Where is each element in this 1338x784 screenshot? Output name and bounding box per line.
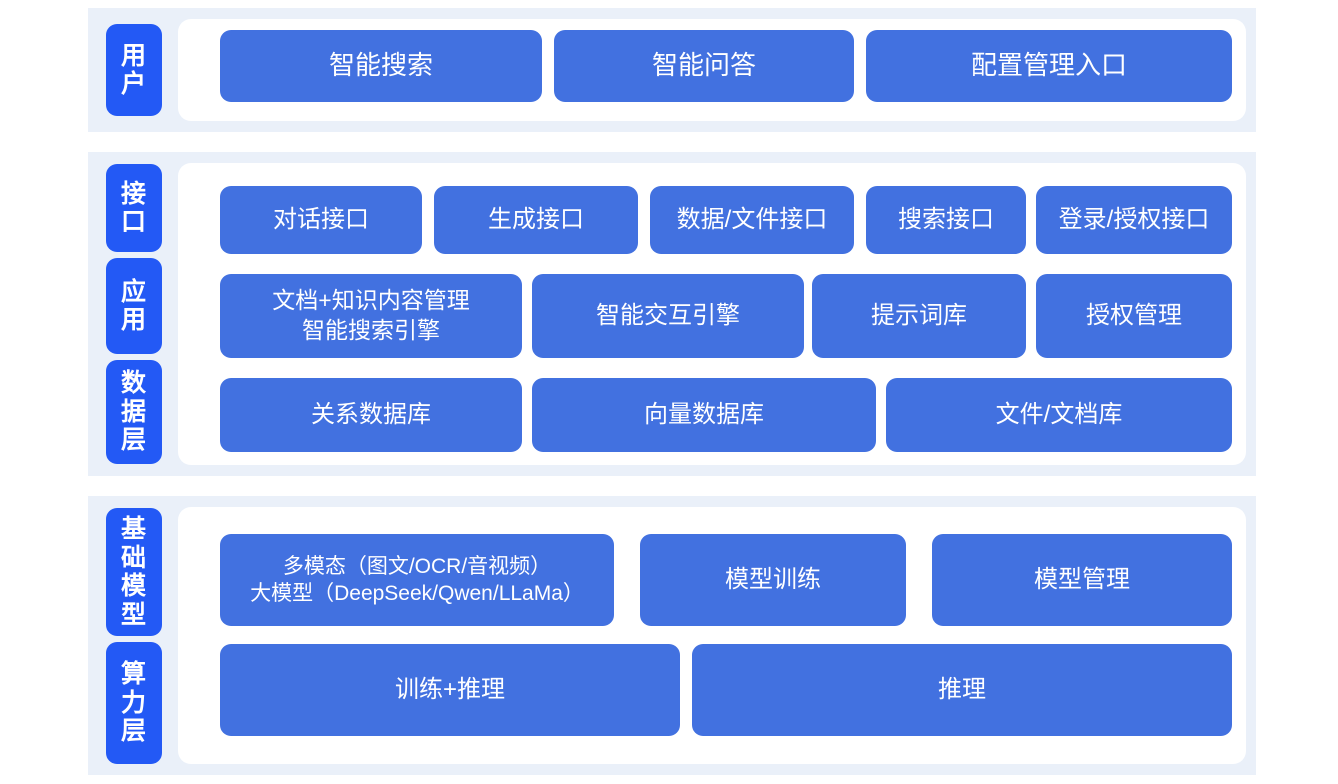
box-vector-database[interactable]: 向量数据库 <box>532 378 876 452</box>
layer-tab-user[interactable]: 用 户 <box>106 24 162 116</box>
box-model-training[interactable]: 模型训练 <box>640 534 906 626</box>
box-multimodal-large-model[interactable]: 多模态（图文/OCR/音视频） 大模型（DeepSeek/Qwen/LLaMa） <box>220 534 614 626</box>
box-relational-database-label: 关系数据库 <box>311 401 431 429</box>
layer-tab-base-model-char-1: 础 <box>120 543 147 572</box>
box-training-inference-label: 训练+推理 <box>394 676 505 704</box>
box-inference-label: 推理 <box>938 676 986 704</box>
layer-tab-application[interactable]: 应 用 <box>106 258 162 354</box>
layer-tab-data-char-1: 据 <box>120 397 147 426</box>
box-search-api-label: 搜索接口 <box>898 206 994 234</box>
box-prompt-library-label: 提示词库 <box>871 302 967 330</box>
layer-tab-data[interactable]: 数 据 层 <box>106 360 162 464</box>
box-smart-search-label: 智能搜索 <box>328 50 433 81</box>
box-search-api[interactable]: 搜索接口 <box>866 186 1026 254</box>
box-data-file-api-label: 数据/文件接口 <box>676 206 828 234</box>
layer-tab-compute-char-2: 层 <box>120 717 147 746</box>
box-smart-qa-label: 智能问答 <box>651 50 756 81</box>
layer-tab-compute[interactable]: 算 力 层 <box>106 642 162 764</box>
box-generation-api[interactable]: 生成接口 <box>434 186 638 254</box>
layer-tab-base-model-char-3: 型 <box>120 600 147 629</box>
box-authorization-management[interactable]: 授权管理 <box>1036 274 1232 358</box>
layer-tab-base-model[interactable]: 基 础 模 型 <box>106 508 162 636</box>
box-doc-knowledge-management-label-line1: 文档+知识内容管理 <box>272 287 470 314</box>
box-multimodal-large-model-label-line1: 多模态（图文/OCR/音视频） <box>282 554 552 578</box>
layer-tab-base-model-char-2: 模 <box>120 572 147 600</box>
layer-tab-user-char-0: 用 <box>120 41 147 70</box>
box-smart-search[interactable]: 智能搜索 <box>220 30 542 102</box>
layer-tab-api-char-0: 接 <box>120 179 147 208</box>
box-login-auth-api[interactable]: 登录/授权接口 <box>1036 186 1232 254</box>
box-smart-qa[interactable]: 智能问答 <box>554 30 854 102</box>
box-prompt-library[interactable]: 提示词库 <box>812 274 1026 358</box>
layer-tab-api-char-1: 口 <box>120 208 147 236</box>
box-authorization-management-label: 授权管理 <box>1086 302 1182 330</box>
box-file-document-store-label: 文件/文档库 <box>995 401 1123 429</box>
layer-tab-api[interactable]: 接 口 <box>106 164 162 252</box>
box-training-inference[interactable]: 训练+推理 <box>220 644 680 736</box>
layer-tab-user-char-1: 户 <box>120 70 147 98</box>
box-smart-interaction-engine[interactable]: 智能交互引擎 <box>532 274 804 358</box>
box-inference[interactable]: 推理 <box>692 644 1232 736</box>
box-config-management-entry-label: 配置管理入口 <box>970 50 1127 81</box>
layer-tab-data-char-2: 层 <box>120 426 147 455</box>
box-model-training-label: 模型训练 <box>725 566 821 594</box>
layer-tab-application-char-1: 用 <box>120 306 147 334</box>
box-model-management-label: 模型管理 <box>1034 566 1130 594</box>
box-vector-database-label: 向量数据库 <box>644 401 764 429</box>
box-dialog-api[interactable]: 对话接口 <box>220 186 422 254</box>
box-smart-interaction-engine-label: 智能交互引擎 <box>596 302 740 330</box>
box-config-management-entry[interactable]: 配置管理入口 <box>866 30 1232 102</box>
layer-tab-base-model-char-0: 基 <box>120 515 147 543</box>
box-generation-api-label: 生成接口 <box>488 206 584 234</box>
box-model-management[interactable]: 模型管理 <box>932 534 1232 626</box>
layer-tab-data-char-0: 数 <box>120 369 147 398</box>
layer-tab-compute-char-1: 力 <box>120 688 147 717</box>
box-relational-database[interactable]: 关系数据库 <box>220 378 522 452</box>
layer-tab-application-char-0: 应 <box>120 277 147 306</box>
box-file-document-store[interactable]: 文件/文档库 <box>886 378 1232 452</box>
box-data-file-api[interactable]: 数据/文件接口 <box>650 186 854 254</box>
layer-tab-compute-char-0: 算 <box>120 660 147 689</box>
box-doc-knowledge-management-label-line2: 智能搜索引擎 <box>302 317 440 343</box>
box-doc-knowledge-management[interactable]: 文档+知识内容管理 智能搜索引擎 <box>220 274 522 358</box>
box-login-auth-api-label: 登录/授权接口 <box>1058 206 1210 234</box>
box-multimodal-large-model-label-line2: 大模型（DeepSeek/Qwen/LLaMa） <box>250 582 584 605</box>
box-dialog-api-label: 对话接口 <box>273 206 369 234</box>
